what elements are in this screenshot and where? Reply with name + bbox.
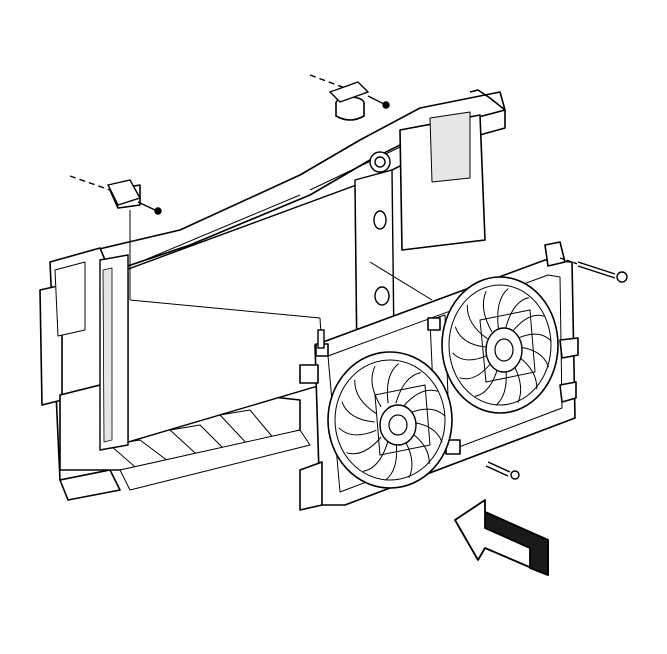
left-fan [327,351,453,489]
fan-blade [386,363,400,404]
direction-arrow [454,499,549,576]
fan-blade [346,436,382,455]
fan-blade [516,333,552,342]
fan-blade [482,290,493,333]
fan-blade [354,379,377,415]
fan-blade [371,365,382,408]
mounting-bolts [69,74,628,480]
fan-blade [395,372,422,404]
fan-blade [466,304,488,340]
fan-blade [341,401,375,423]
right-fan [441,276,559,414]
top-bolt [309,74,390,109]
shroud-stud [317,329,325,349]
fan-blade [362,440,389,472]
fan-blade [459,361,493,380]
fan-blade [402,389,438,408]
fan-blade [505,297,530,329]
fan-blade [454,326,486,348]
right-bolt [559,257,628,283]
left-bolt [69,175,162,215]
lower-bolt [485,461,520,480]
fan-blade [497,288,509,329]
fan-blade [511,314,545,333]
fan-blade [338,427,377,436]
